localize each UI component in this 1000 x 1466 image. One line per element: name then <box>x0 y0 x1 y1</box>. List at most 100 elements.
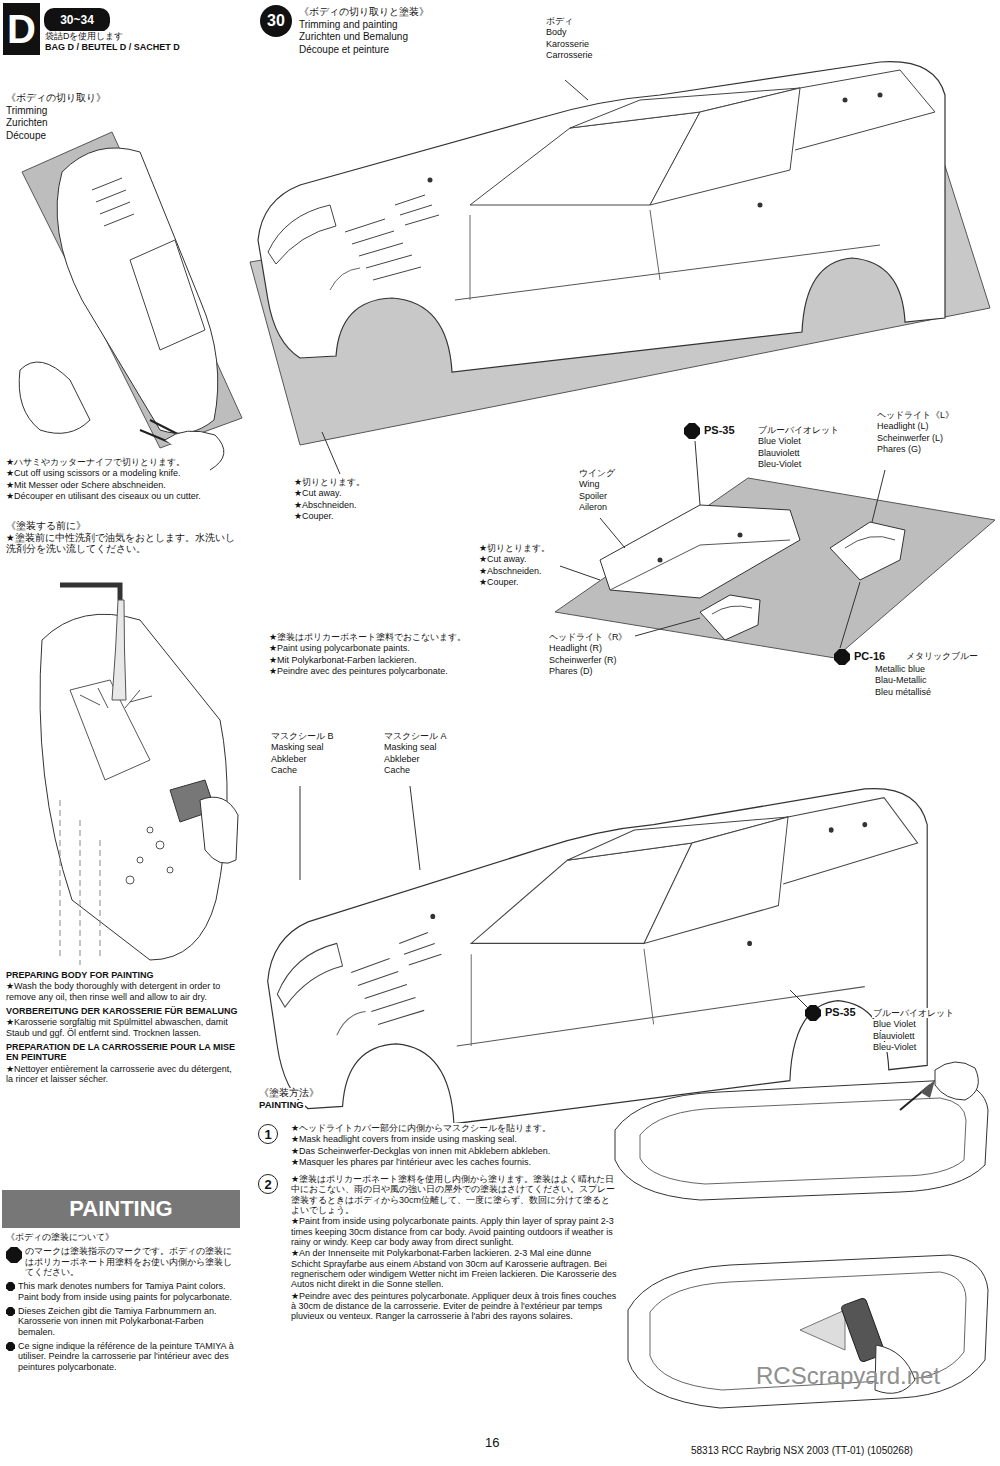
label-text: 袋詰Dを使用します <box>44 31 125 41</box>
label-text: Metallic blue <box>874 664 926 674</box>
text-block: ヘッドライト《R》Headlight (R)Scheinwerfer (R)Ph… <box>548 632 658 677</box>
text-block: メタリックブルー <box>905 651 997 662</box>
label-text: Trimming and painting <box>298 19 399 31</box>
label-text: ★Wash the body thoroughly with detergent… <box>5 981 240 1002</box>
label-text: ★An der Innenseite mit Polykarbonat-Farb… <box>290 1248 618 1289</box>
label-text: ★Peindre avec des peintures polycarbonat… <box>290 1291 618 1322</box>
text-block: RCScrapyard.net <box>755 1362 985 1391</box>
label-text: Blauviolett <box>872 1031 916 1041</box>
label-text: Aileron <box>578 502 608 512</box>
text-block: ウイングWingSpoilerAileron <box>578 468 678 513</box>
text-block: 《塗装方法》PAINTING <box>258 1088 458 1112</box>
label-text: ★Abschneiden. <box>293 500 358 510</box>
paint-mark-symbol <box>6 1307 15 1316</box>
label-text: 《ボディの切り取り》 <box>5 92 107 104</box>
label-text: Abkleber <box>270 754 308 764</box>
label-text: Spoiler <box>578 491 608 501</box>
node-text: 30~34 <box>60 14 94 26</box>
label-text: PREPARING BODY FOR PAINTING <box>5 970 155 980</box>
label-text: ★Paint from inside using polycarbonate p… <box>290 1216 618 1247</box>
label-text: BAG D / BEUTEL D / SACHET D <box>44 42 181 52</box>
label-text: Blue Violet <box>872 1019 917 1029</box>
label-text: ブルーバイオレット <box>872 1008 955 1018</box>
label-text: Blauviolett <box>757 448 801 458</box>
label-text: メタリックブルー <box>905 651 979 661</box>
text-block: Metallic blueBlau-MetallicBleu métallisé <box>874 664 994 698</box>
label-text: Découpe <box>5 130 47 142</box>
label-text: のマークは塗装指示のマークです。ボディの塗装にはポリカーボネート用塗料をお使い内… <box>5 1246 240 1277</box>
text-block: ボディBodyKarosserieCarrosserie <box>545 16 645 61</box>
label-text: Cache <box>383 765 411 775</box>
text-block: ヘッドライト《L》Headlight (L)Scheinwerfer (L)Ph… <box>876 410 996 455</box>
label-text: Wing <box>578 479 601 489</box>
label-text: ★Mit Messer oder Schere abschneiden. <box>5 480 167 490</box>
label-text: ★Mask headlight covers from inside using… <box>290 1134 518 1144</box>
paint-mark-symbol <box>6 1282 15 1291</box>
label-text: Karosserie <box>545 39 590 49</box>
text-block: ブルーバイオレットBlue VioletBlauviolettBleu-Viol… <box>757 425 872 470</box>
label-text: Scheinwerfer (R) <box>548 655 618 665</box>
label-text: Blau-Metallic <box>874 675 928 685</box>
text-block: ★切りとります。★Cut away.★Abschneiden.★Couper. <box>478 543 593 588</box>
label-text: ヘッドライト《R》 <box>548 632 629 642</box>
text-block: ★切りとります。★Cut away.★Abschneiden.★Couper. <box>293 477 423 522</box>
label-text: Phares (G) <box>876 444 922 454</box>
label-text: Headlight (L) <box>876 421 930 431</box>
label-text: PS-35 <box>703 424 736 437</box>
text-block: ★ハサミやカッターナイフで切りとります。★Cut off using sciss… <box>5 457 240 502</box>
label-text: ★Das Scheinwerfer-Deckglas von innen mit… <box>290 1146 551 1156</box>
text-block: 《ボディの切り取り》TrimmingZurichtenDécoupe <box>5 92 205 142</box>
label-text: Bleu métallisé <box>874 687 932 697</box>
label-text: Trimming <box>5 105 48 117</box>
label-text: ★Mit Polykarbonat-Farben lackieren. <box>268 655 418 665</box>
label-text: Bleu-Violet <box>757 459 802 469</box>
label-text: ブルーバイオレット <box>757 425 840 435</box>
label-text: This mark denotes numbers for Tamiya Pai… <box>5 1281 240 1302</box>
label-text: ★Masquer les phares par l'intérieur avec… <box>290 1157 532 1167</box>
step-number: 30 <box>260 5 292 37</box>
section-letter: D <box>3 3 40 55</box>
label-text: マスクシール B <box>270 731 335 741</box>
label-text: Cache <box>270 765 298 775</box>
label-text: VORBEREITUNG DER KAROSSERIE FÜR BEMALUNG <box>5 1006 239 1016</box>
label-text: Carrosserie <box>545 50 594 60</box>
label-text: PREPARATION DE LA CARROSSERIE POUR LA MI… <box>5 1042 240 1063</box>
label-text: ★Découper en utilisant des ciseaux ou un… <box>5 491 202 501</box>
node-text: 2 <box>264 1178 271 1191</box>
label-text: ★Couper. <box>293 511 335 521</box>
sub-step-number: 1 <box>258 1124 278 1144</box>
text-block: 《ボディの塗装について》のマークは塗装指示のマークです。ボディの塗装にはポリカー… <box>5 1232 240 1373</box>
label-text: 《ボディの塗装について》 <box>5 1232 115 1242</box>
label-text: ヘッドライト《L》 <box>876 410 955 420</box>
label-text: 《塗装方法》 <box>258 1088 320 1099</box>
label-text: 《ボディの切り取りと塗装》 <box>298 6 430 18</box>
label-text: ★Karosserie sorgfältig mit Spülmittel ab… <box>5 1017 240 1038</box>
label-text: ★Nettoyer entièrement la carrosserie ave… <box>5 1064 240 1085</box>
paint-mark-symbol <box>6 1247 22 1263</box>
text-block: マスクシール AMasking sealAbkleberCache <box>383 731 488 776</box>
section-band: PAINTING <box>2 1190 240 1228</box>
label-text: PC-16 <box>853 650 886 663</box>
label-text: ★塗装はポリカーボネート塗料でおこないます。 <box>268 632 467 642</box>
label-text: ★ヘッドライトカバー部分に内側からマスクシールを貼ります。 <box>290 1123 552 1133</box>
label-text: ★Cut off using scissors or a modeling kn… <box>5 468 181 478</box>
label-text: Zurichten und Bemalung <box>298 31 409 43</box>
label-text: Abkleber <box>383 754 421 764</box>
label-text: ★切りとります。 <box>478 543 551 553</box>
label-text: ボディ <box>545 16 574 26</box>
text-block: ★ヘッドライトカバー部分に内側からマスクシールを貼ります。★Mask headl… <box>290 1123 605 1168</box>
text-block: ★塗装はポリカーボネート塗料を使用し内側から塗ります。塗装はよく晴れた日中におこ… <box>290 1174 618 1323</box>
text-block: 16 <box>484 1436 524 1452</box>
text-block: 《塗装する前に》★塗装前に中性洗剤で油気をおとします。水洗いし洗剤分を洗い流して… <box>5 521 240 556</box>
label-text: ★Cut away. <box>478 554 527 564</box>
label-text: ★Paint using polycarbonate paints. <box>268 643 411 653</box>
label-text: 16 <box>484 1436 500 1451</box>
text-block: 《ボディの切り取りと塗装》Trimming and paintingZurich… <box>298 6 518 56</box>
label-text: ★切りとります。 <box>293 477 366 487</box>
label-text: ウイング <box>578 468 616 478</box>
text-block: PC-16 <box>853 650 905 664</box>
label-text: Zurichten <box>5 117 49 129</box>
node-text: D <box>7 9 36 49</box>
paint-mark-symbol <box>6 1342 15 1351</box>
label-text: ★ハサミやカッターナイフで切りとります。 <box>5 457 186 467</box>
